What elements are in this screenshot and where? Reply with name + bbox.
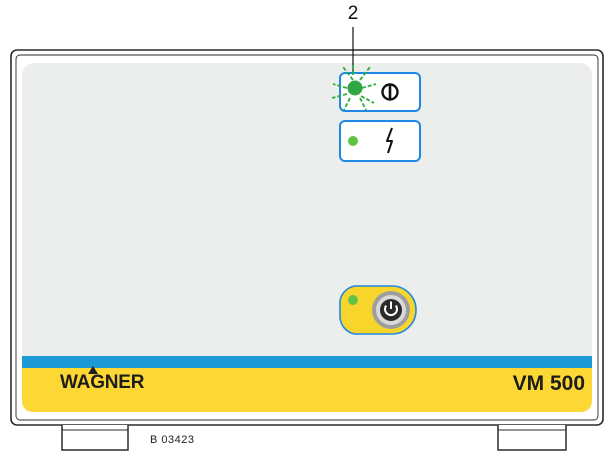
callout-number: 2 (347, 3, 359, 24)
brand-logo-text: WAGNER (60, 372, 145, 393)
lightning-icon (386, 127, 393, 154)
main-switch (339, 285, 417, 335)
blue-stripe (22, 356, 592, 368)
yellow-band (22, 368, 592, 412)
power-led (347, 80, 363, 96)
fault-led (348, 136, 358, 146)
front-panel (22, 63, 592, 412)
wagner-logo-mark (88, 366, 98, 374)
device-feet (61, 425, 567, 451)
fault-indicator (339, 120, 421, 162)
model-label: VM 500 (512, 372, 585, 395)
power-indicator (331, 64, 421, 112)
device-housing-inner-edge (15, 54, 599, 421)
flash-rays (331, 64, 377, 111)
power-button-icon (384, 301, 398, 317)
figure-reference: B 03423 (150, 434, 195, 446)
power-on-off-icon (381, 83, 399, 101)
switch-led (348, 295, 358, 305)
